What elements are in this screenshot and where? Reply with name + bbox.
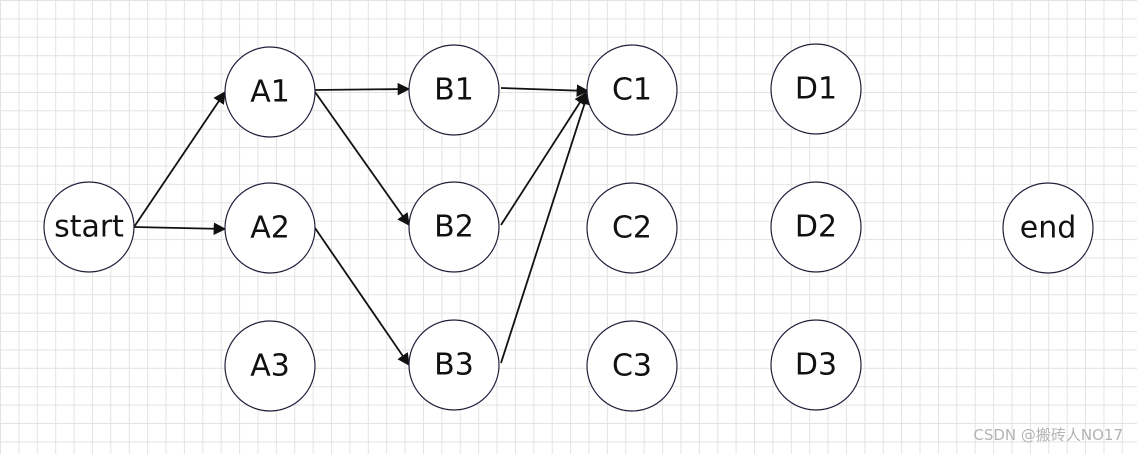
node-d2: D2 (770, 181, 862, 273)
node-end: end (1002, 182, 1094, 274)
node-label: D2 (795, 210, 837, 245)
node-c3: C3 (586, 320, 678, 412)
edge-a2-to-b3 (314, 227, 410, 367)
node-b2: B2 (408, 181, 500, 273)
node-a1: A1 (224, 46, 316, 138)
node-circle (586, 44, 678, 136)
node-circle (770, 319, 862, 411)
watermark: CSDN @搬砖人NO17 (973, 426, 1123, 444)
node-label: C2 (612, 211, 652, 246)
node-label: C1 (612, 73, 652, 108)
node-label: end (1020, 211, 1077, 246)
node-circle (224, 320, 316, 412)
node-label: D3 (795, 348, 837, 383)
edge-b2-to-c1 (500, 91, 587, 226)
edges-layer (133, 82, 591, 367)
node-label: C3 (612, 349, 652, 384)
node-d3: D3 (770, 319, 862, 411)
edge-b3-to-c1 (500, 91, 591, 364)
node-circle (43, 181, 135, 273)
node-circle (770, 43, 862, 135)
node-circle (224, 182, 316, 274)
node-c2: C2 (586, 182, 678, 274)
node-circle (770, 181, 862, 273)
node-circle (224, 46, 316, 138)
edge-a1-to-b2 (314, 91, 410, 227)
node-label: A3 (250, 349, 290, 384)
node-label: B3 (434, 348, 474, 383)
node-b1: B1 (408, 44, 500, 136)
edge-start-to-a1 (133, 90, 226, 228)
node-d1: D1 (770, 43, 862, 135)
node-label: B2 (434, 210, 474, 245)
edge-a1-to-b1 (314, 82, 411, 96)
node-b3: B3 (408, 319, 500, 411)
edge-b1-to-c1 (500, 84, 590, 97)
edge-start-to-a2 (133, 222, 227, 236)
node-start: start (43, 181, 135, 273)
node-circle (408, 181, 500, 273)
node-circle (408, 319, 500, 411)
node-a3: A3 (224, 320, 316, 412)
node-label: A2 (250, 211, 290, 246)
node-circle (1002, 182, 1094, 274)
node-label: start (54, 210, 124, 245)
node-circle (586, 320, 678, 412)
node-circle (586, 182, 678, 274)
node-label: B1 (434, 73, 474, 108)
node-circle (408, 44, 500, 136)
node-label: A1 (250, 75, 290, 110)
node-a2: A2 (224, 182, 316, 274)
node-label: D1 (795, 72, 837, 107)
node-c1: C1 (586, 44, 678, 136)
